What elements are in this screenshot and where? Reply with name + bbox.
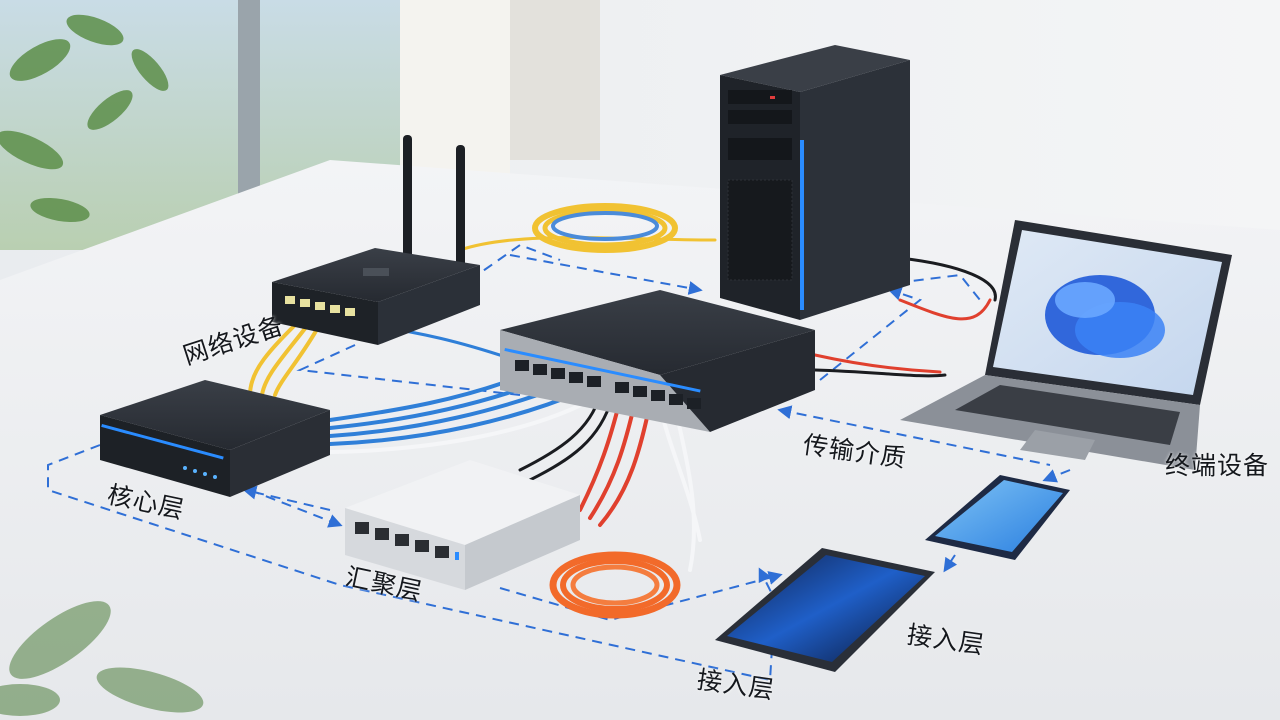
cable-yellow-router-3: [273, 322, 322, 397]
cable-black-server: [898, 256, 997, 302]
router-badge: [363, 268, 389, 276]
main-switch-ports: [515, 360, 701, 409]
label-end-devices: 终端设备: [1165, 451, 1270, 480]
core-switch-side: [230, 410, 330, 497]
server-blue-strip: [800, 140, 804, 310]
window-frame: [238, 0, 260, 240]
server-drive-bay-2: [728, 110, 792, 124]
yellow-cable-coil: [532, 203, 678, 253]
cable-red-laptop: [813, 353, 942, 374]
dashed-switch-right: [777, 405, 1051, 466]
aggregation-switch-status: [455, 552, 459, 560]
server-side: [800, 60, 910, 320]
server-drive-bay-3: [728, 138, 792, 160]
cable-black-laptop: [813, 368, 947, 378]
core-switch-leds: [183, 466, 217, 479]
dashed-phone-to-phone: [943, 554, 958, 573]
router-side: [378, 265, 480, 345]
aggregation-switch-ports: [355, 522, 449, 558]
dashed-top-left: [509, 254, 703, 295]
server-mesh-panel: [727, 179, 793, 281]
router-antenna-right: [456, 145, 465, 270]
cable-yellow-router: [248, 318, 302, 397]
plant-top-left: [0, 14, 169, 223]
cable-white-3: [673, 406, 696, 572]
cable-red-server: [898, 298, 992, 321]
router-antenna-left: [403, 135, 412, 260]
dashed-end-phone: [1042, 469, 1071, 483]
phone-right: [925, 475, 1070, 560]
laptop-keyboard: [955, 385, 1180, 445]
phone-bottom: [715, 548, 935, 672]
aggregation-switch-side: [465, 495, 580, 590]
phone-right-screen: [935, 480, 1063, 552]
server-drive-bay-1: [728, 90, 792, 104]
laptop-wallpaper-bloom: [1045, 275, 1165, 358]
core-switch-top: [100, 380, 330, 450]
main-switch-front: [500, 330, 710, 432]
laptop-trackpad: [1020, 430, 1095, 460]
phone-bottom-screen: [727, 555, 925, 662]
plant-bottom-left: [0, 601, 204, 716]
laptop: [900, 220, 1232, 470]
aggregation-switch: [345, 460, 580, 590]
dashed-switch-server: [819, 286, 923, 381]
dashed-aggregation-access: [499, 571, 783, 622]
server-tower: [720, 45, 910, 320]
cable-white-1: [328, 393, 602, 454]
dashed-aggregation-core: [242, 485, 331, 511]
core-switch-blue-strip: [101, 424, 224, 460]
server-status-light: [770, 96, 775, 99]
cable-yellow-router-2: [260, 320, 312, 397]
orange-cable-coil: [549, 551, 681, 619]
main-switch: [500, 290, 815, 432]
core-switch-front: [100, 415, 230, 497]
router-front: [272, 282, 378, 345]
dashed-router-top: [469, 243, 561, 281]
dashed-router-switch: [296, 344, 521, 396]
router: [272, 135, 480, 345]
curtain-shade: [510, 0, 600, 160]
aggregation-switch-top: [345, 460, 580, 545]
main-switch-top: [500, 290, 815, 375]
core-switch: [100, 380, 330, 497]
server-top: [720, 45, 910, 92]
router-ports: [285, 296, 355, 316]
main-switch-blue-strip: [504, 348, 701, 393]
